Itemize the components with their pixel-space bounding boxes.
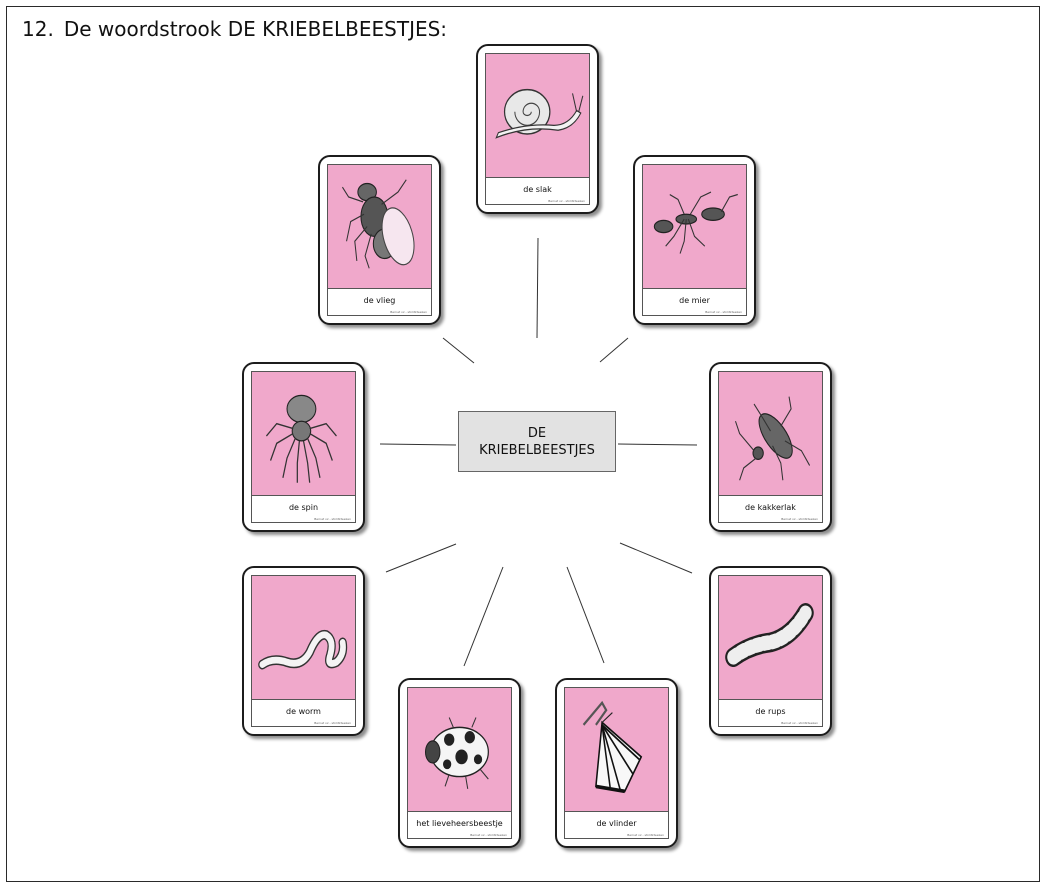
center-line-1: DE — [459, 425, 615, 442]
card-lieveheersbeestje-copyright: Bernet vz - stnlitkteeken — [470, 833, 507, 837]
connector-vlieg — [443, 338, 474, 363]
card-spin-copyright: Bernet vz - stnlitkteeken — [314, 517, 351, 521]
connector-mier — [600, 338, 628, 362]
card-vlinder-copyright: Bernet vz - stnlitkteeken — [627, 833, 664, 837]
card-mier-picture — [643, 165, 746, 288]
spider-icon — [252, 372, 355, 495]
butterfly-icon — [565, 688, 668, 811]
card-worm-label: de worm — [286, 707, 321, 716]
card-kakkerlak-copyright: Bernet vz - stnlitkteeken — [781, 517, 818, 521]
connector-spin — [380, 444, 456, 445]
card-rups-picture — [719, 576, 822, 699]
ant-icon — [643, 165, 746, 288]
card-mier-label: de mier — [679, 296, 710, 305]
card-lieveheersbeestje-label: het lieveheersbeestje — [416, 819, 502, 828]
caterpillar-icon — [719, 576, 822, 699]
card-spin-picture — [252, 372, 355, 495]
connector-worm — [386, 544, 456, 572]
ladybug-icon — [408, 688, 511, 811]
cockroach-icon — [719, 372, 822, 495]
connector-lieveheersbeestje — [464, 567, 503, 666]
card-worm-copyright: Bernet vz - stnlitkteeken — [314, 721, 351, 725]
card-slak-label: de slak — [523, 185, 551, 194]
card-vlieg-label: de vlieg — [364, 296, 396, 305]
card-rups-copyright: Bernet vz - stnlitkteeken — [781, 721, 818, 725]
card-spin-label: de spin — [289, 503, 318, 512]
connector-slak — [537, 238, 538, 338]
card-mier-copyright: Bernet vz - stnlitkteeken — [705, 310, 742, 314]
card-rups-label: de rups — [755, 707, 785, 716]
card-lieveheersbeestje-picture — [408, 688, 511, 811]
card-vlinder-picture — [565, 688, 668, 811]
center-topic-box: DE KRIEBELBEESTJES — [458, 411, 616, 472]
card-kakkerlak-picture — [719, 372, 822, 495]
connector-rups — [620, 543, 692, 573]
worm-icon — [252, 576, 355, 699]
card-vlieg-picture — [328, 165, 431, 288]
card-slak-picture — [486, 54, 589, 177]
connector-vlinder — [567, 567, 604, 663]
card-kakkerlak-label: de kakkerlak — [745, 503, 796, 512]
snail-icon — [486, 54, 589, 177]
fly-icon — [328, 165, 431, 288]
card-vlinder-label: de vlinder — [596, 819, 636, 828]
connector-kakkerlak — [618, 444, 697, 445]
center-line-2: KRIEBELBEESTJES — [459, 442, 615, 459]
card-vlieg-copyright: Bernet vz - stnlitkteeken — [390, 310, 427, 314]
card-worm-picture — [252, 576, 355, 699]
card-slak-copyright: Bernet vz - stnlitkteeken — [548, 199, 585, 203]
